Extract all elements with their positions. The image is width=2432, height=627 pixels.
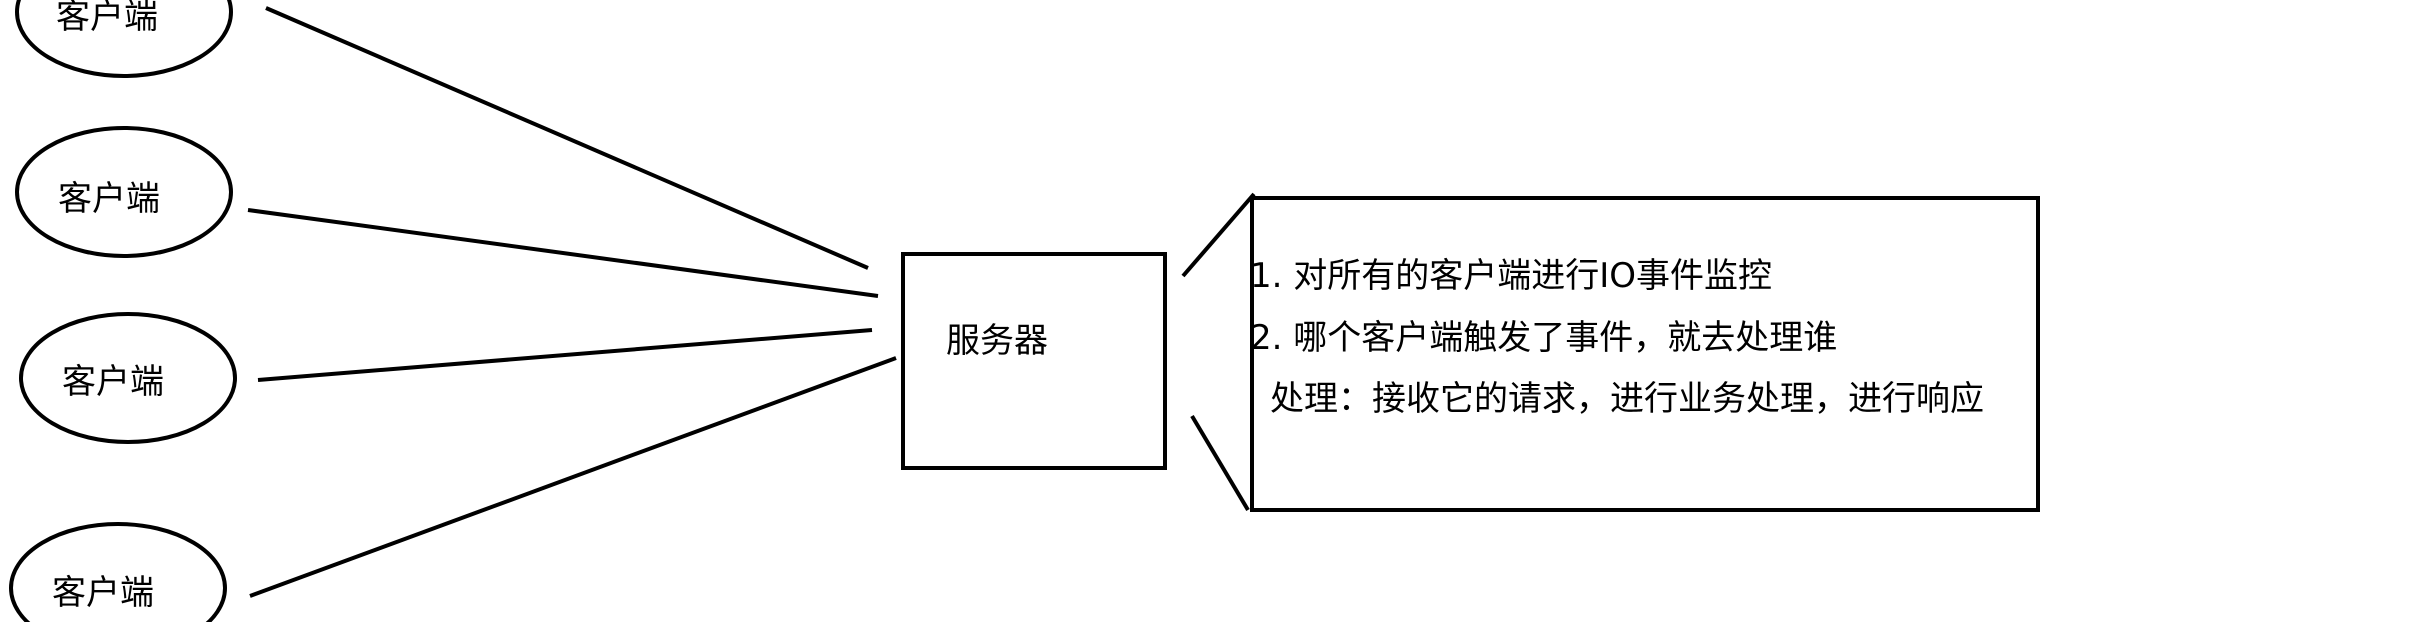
callout-line-top: [1181, 192, 1256, 278]
client-label: 客户端: [62, 362, 164, 402]
notes-box-border: [1250, 196, 2040, 512]
client-node-2: 客户端: [15, 126, 233, 258]
note-line-3: 处理：接收它的请求，进行业务处理，进行响应: [1270, 379, 1984, 419]
note-line-2: 2. 哪个客户端触发了事件，就去处理谁: [1250, 318, 1837, 358]
client-node-1: 客户端: [15, 0, 233, 78]
client-label: 客户端: [52, 573, 154, 613]
connector-client-2: [247, 208, 879, 298]
client-label: 客户端: [58, 179, 160, 219]
connector-client-4: [249, 356, 897, 598]
server-box: [901, 252, 1167, 470]
connector-client-1: [265, 6, 869, 270]
client-label: 客户端: [56, 0, 158, 37]
client-ellipse: [15, 126, 233, 258]
server-node: 服务器: [901, 252, 1167, 470]
client-ellipse: [9, 522, 227, 627]
server-label: 服务器: [946, 321, 1048, 361]
client-node-3: 客户端: [19, 312, 237, 444]
client-node-4: 客户端: [9, 522, 227, 627]
client-ellipse: [15, 0, 233, 78]
notes-box: 1. 对所有的客户端进行IO事件监控 2. 哪个客户端触发了事件，就去处理谁 处…: [1250, 196, 2040, 512]
note-line-1: 1. 对所有的客户端进行IO事件监控: [1250, 256, 1772, 296]
client-ellipse: [19, 312, 237, 444]
callout-line-bottom: [1190, 414, 1250, 512]
connector-client-3: [257, 328, 873, 382]
